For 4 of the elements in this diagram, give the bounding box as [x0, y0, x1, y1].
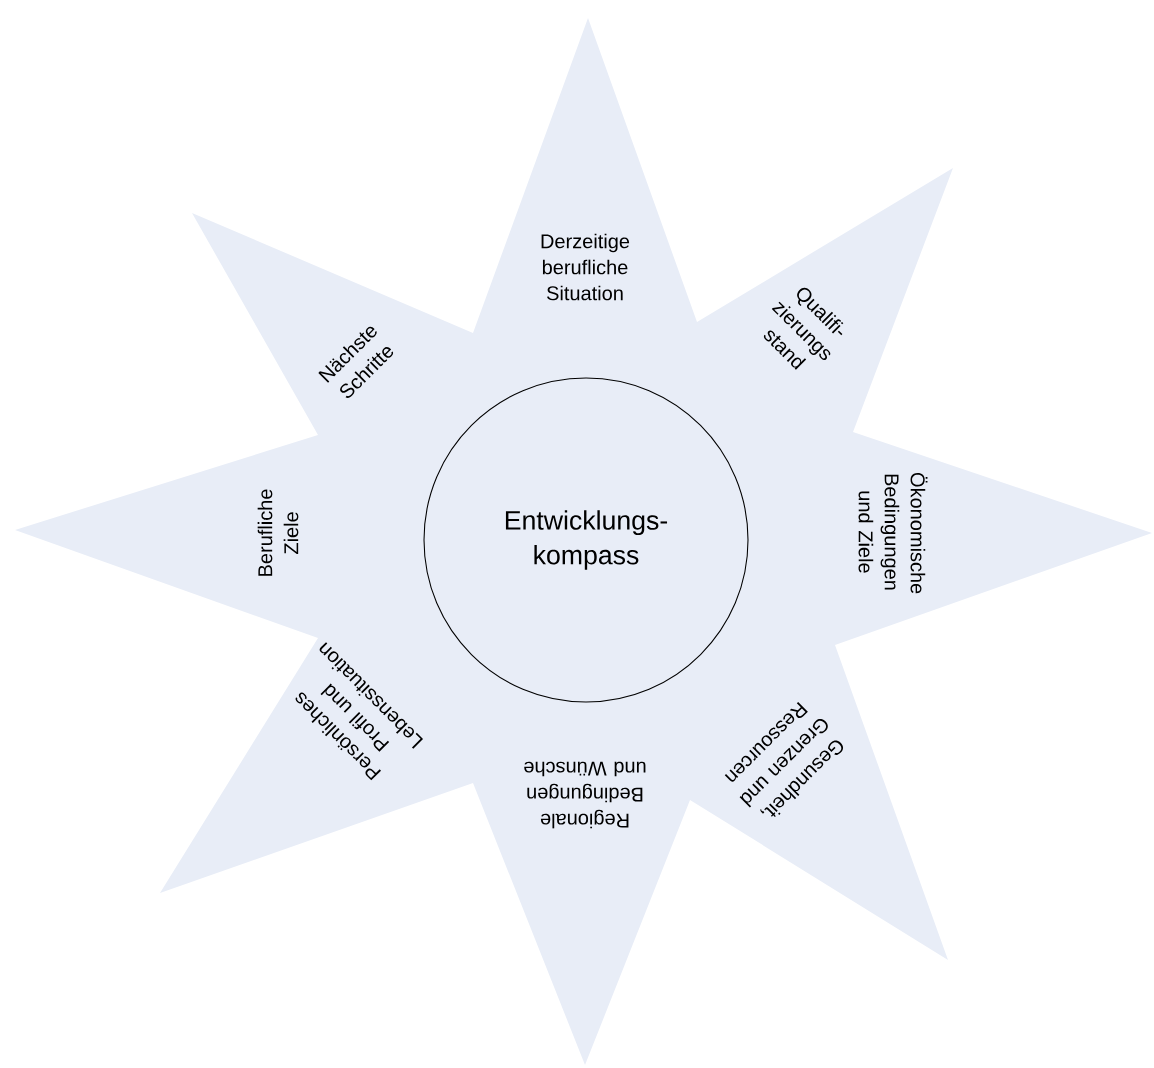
ray-label: Derzeitige berufliche Situation	[541, 233, 630, 301]
ray-label: Berufliche Ziele	[257, 489, 299, 576]
ray-label: Ökonomische Bedingungen und Ziele	[858, 472, 928, 594]
ray-label: Regionale Bedingungen und Wünsche	[524, 761, 646, 829]
